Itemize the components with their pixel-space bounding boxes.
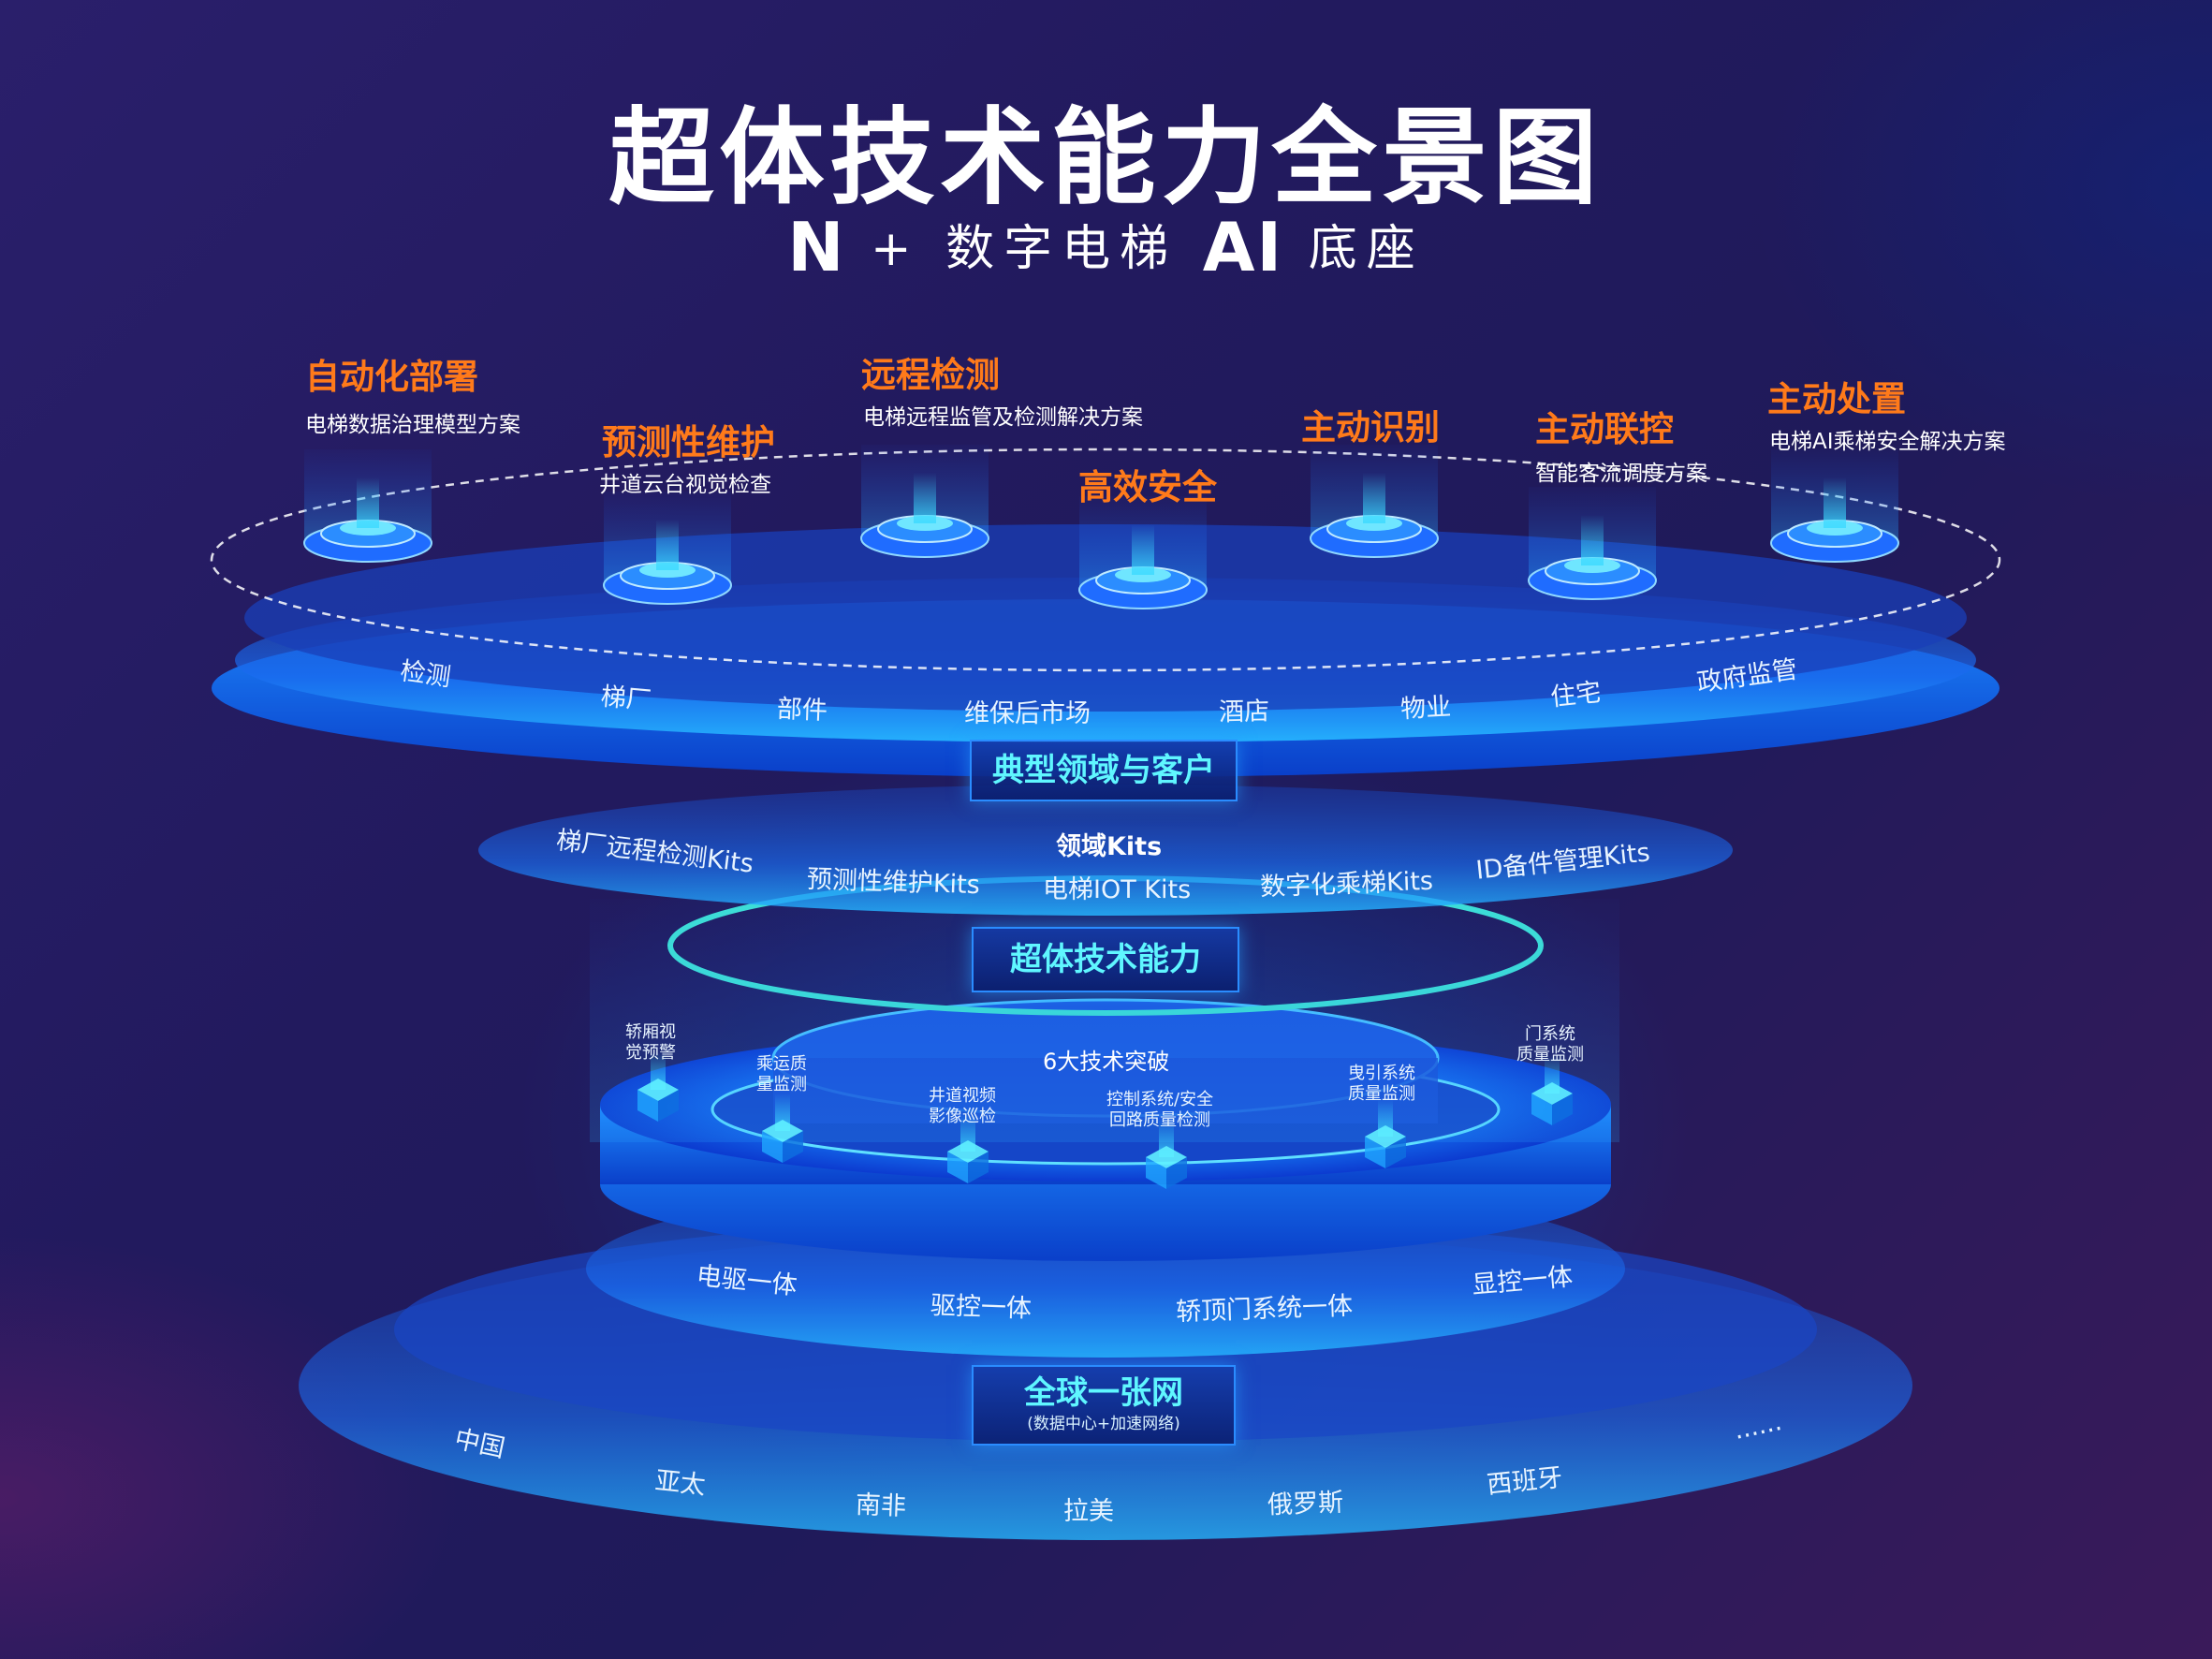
tech-item: 门系统 质量监测: [1516, 1024, 1584, 1064]
integration-label: 轿顶门系统一体: [1175, 1291, 1354, 1328]
feature-desc-linkage: 智能客流调度方案: [1535, 462, 1707, 486]
tech-item: 乘运质 量监测: [756, 1054, 807, 1094]
feature-pedestal-icon: [1310, 445, 1439, 558]
tech-item: 控制系统/安全 回路质量检测: [1106, 1090, 1214, 1130]
tech-cube-icon: [1146, 1120, 1187, 1189]
subtitle-text2: 底座: [1308, 221, 1425, 277]
feature-title-linkage: 主动联控: [1535, 409, 1674, 449]
tech-heading: 6大技术突破: [1043, 1049, 1170, 1075]
feature-desc-handle: 电梯AI乘梯安全解决方案: [1769, 430, 2006, 454]
domain-label: 部件: [776, 695, 828, 726]
domain-label: 住宅: [1548, 678, 1603, 712]
region-label: 南非: [855, 1490, 907, 1521]
domain-tag: 典型领域与客户: [970, 740, 1238, 801]
domain-label: 梯厂: [599, 682, 652, 716]
integration-label: 驱控一体: [930, 1291, 1033, 1324]
domain-label: 检测: [398, 656, 453, 693]
feature-desc-remote: 电梯远程监管及检测解决方案: [863, 405, 1143, 430]
tech-tag: 超体技术能力: [972, 927, 1239, 992]
region-label: 俄罗斯: [1267, 1488, 1344, 1520]
feature-desc-auto-deploy: 电梯数据治理模型方案: [305, 413, 520, 437]
tech-cube-icon: [947, 1114, 989, 1183]
kits-heading: 领域Kits: [1056, 832, 1163, 861]
tech-cube-icon: [1531, 1056, 1573, 1125]
network-tag-title: 全球一张网: [1024, 1374, 1183, 1412]
page-title: 超体技术能力全景图: [608, 97, 1604, 219]
feature-pedestal-icon: [860, 445, 989, 558]
feature-title-auto-deploy: 自动化部署: [305, 357, 478, 397]
tech-item: 井道视频 影像巡检: [929, 1086, 996, 1126]
feature-pedestal-icon: [303, 449, 432, 563]
kit-item: 预测性维护Kits: [806, 864, 981, 901]
domain-label: 物业: [1399, 692, 1452, 725]
feature-pedestal-icon: [1528, 487, 1657, 600]
tech-cube-icon: [1365, 1099, 1406, 1168]
feature-pedestal-icon: [603, 492, 732, 605]
subtitle-plus: +: [871, 221, 921, 277]
feature-orbit-dashed: [210, 448, 2001, 672]
kit-item: 电梯IOT Kits: [1043, 875, 1192, 904]
region-label: 亚太: [653, 1466, 708, 1501]
network-tag: 全球一张网 (数据中心+加速网络): [972, 1365, 1236, 1446]
feature-title-handle: 主动处置: [1767, 379, 1906, 419]
feature-title-predictive: 预测性维护: [602, 422, 775, 462]
tech-cube-icon: [762, 1094, 803, 1163]
subtitle-ai: AI: [1202, 208, 1284, 286]
feature-title-safety: 高效安全: [1078, 467, 1217, 507]
subtitle-text1: 数字电梯: [945, 221, 1179, 277]
domain-label: 酒店: [1218, 697, 1270, 727]
tech-item: 曳引系统 质量监测: [1348, 1064, 1415, 1104]
subtitle-n: N: [787, 208, 846, 286]
page-subtitle: N + 数字电梯 AI 底座: [0, 208, 2212, 286]
tech-item: 轿厢视 觉预警: [625, 1022, 676, 1063]
feature-title-remote: 远程检测: [861, 355, 1000, 395]
feature-pedestal-icon: [1770, 449, 1899, 563]
feature-title-identify: 主动识别: [1301, 407, 1440, 448]
kits-disc: [478, 785, 1733, 916]
tech-cube-icon: [637, 1052, 679, 1122]
feature-desc-predictive: 井道云台视觉检查: [599, 473, 771, 497]
network-tag-sub: (数据中心+加速网络): [1027, 1415, 1180, 1433]
feature-pedestal-icon: [1078, 496, 1208, 609]
kit-item: 数字化乘梯Kits: [1259, 866, 1434, 903]
region-label: 拉美: [1063, 1497, 1114, 1526]
domain-label: 维保后市场: [964, 699, 1091, 728]
